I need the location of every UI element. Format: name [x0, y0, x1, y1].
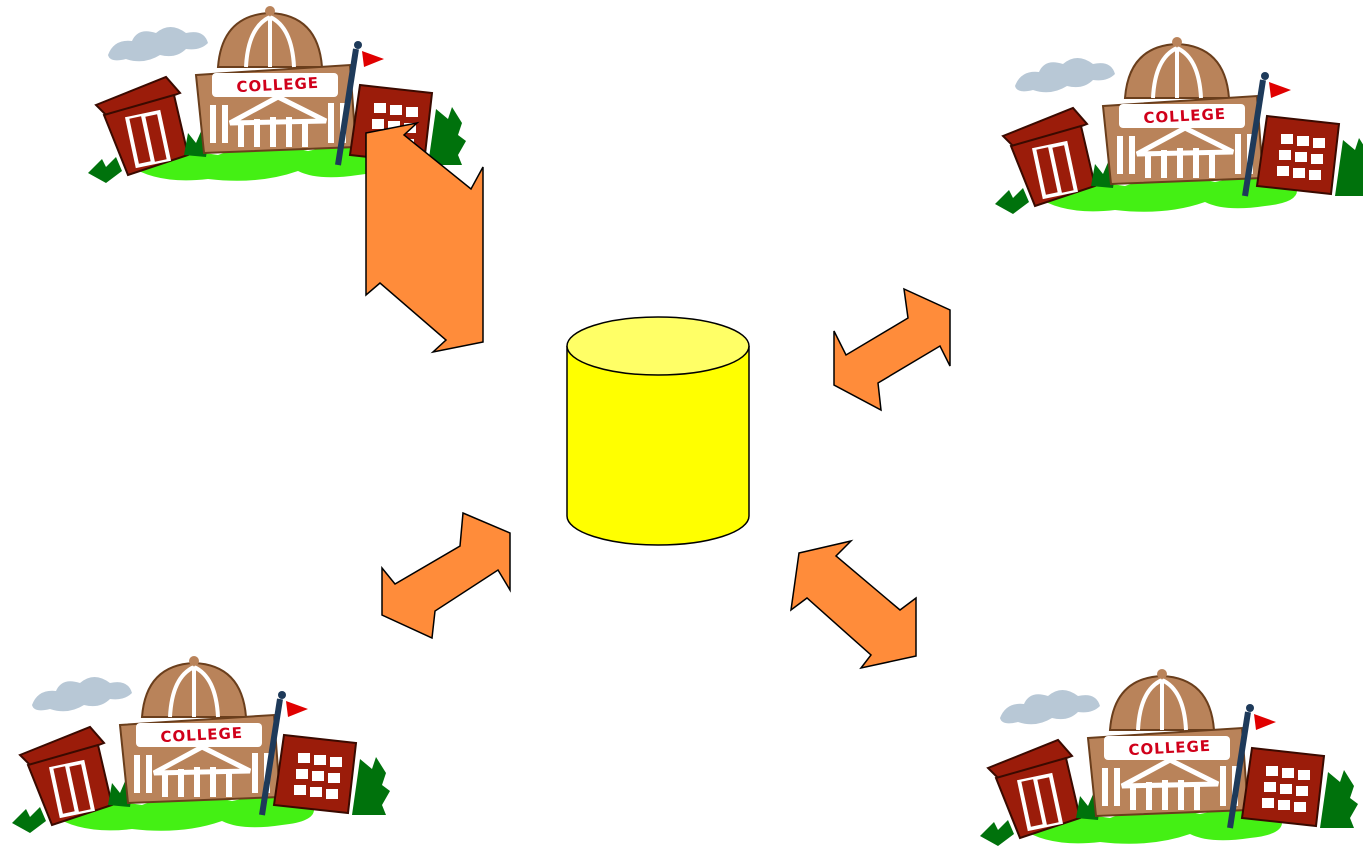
double-arrow-icon	[833, 287, 951, 412]
college-label: COLLEGE	[160, 724, 244, 746]
double-arrow-icon	[790, 539, 917, 670]
database-cylinder-icon	[566, 316, 750, 546]
college-building-bottom-left: COLLEGE	[12, 656, 390, 833]
double-arrow-icon	[381, 511, 511, 640]
college-label: COLLEGE	[1143, 105, 1227, 127]
college-building-top-left: COLLEGE	[88, 6, 466, 183]
college-building-bottom-right: COLLEGE	[980, 669, 1358, 846]
college-label: COLLEGE	[236, 74, 320, 96]
college-building-top-right: COLLEGE	[995, 37, 1363, 214]
double-arrow-icon	[365, 121, 484, 354]
college-label: COLLEGE	[1128, 737, 1212, 759]
